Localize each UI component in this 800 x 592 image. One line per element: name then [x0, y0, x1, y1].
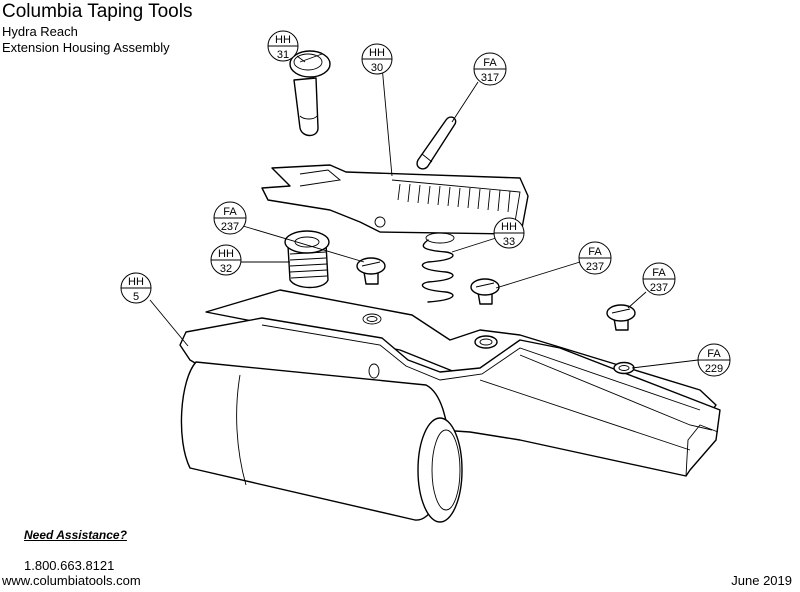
- roll-pin: [416, 116, 457, 170]
- extension-housing: [179, 289, 721, 523]
- svg-text:237: 237: [221, 221, 239, 233]
- leader-lines: [149, 55, 699, 369]
- washer-parts: [474, 335, 635, 375]
- svg-text:237: 237: [650, 282, 668, 294]
- svg-text:FA: FA: [588, 246, 602, 258]
- lever-arm: [261, 164, 529, 235]
- callout-fa-237-far-right: FA 237: [642, 262, 676, 296]
- spring: [421, 232, 455, 303]
- svg-text:31: 31: [277, 49, 289, 61]
- callout-fa-237-right: FA 237: [578, 241, 612, 275]
- need-assistance-heading: Need Assistance?: [24, 528, 127, 542]
- svg-text:30: 30: [371, 62, 383, 74]
- callout-hh-32: HH 32: [210, 244, 242, 276]
- svg-text:HH: HH: [501, 221, 517, 233]
- svg-text:HH: HH: [218, 248, 234, 260]
- svg-text:229: 229: [705, 363, 723, 375]
- svg-text:FA: FA: [483, 57, 497, 69]
- website-link[interactable]: www.columbiatools.com: [2, 573, 141, 588]
- callout-hh-30: HH 30: [361, 43, 393, 75]
- svg-text:FA: FA: [223, 206, 237, 218]
- svg-text:FA: FA: [652, 267, 666, 279]
- page-title: Columbia Taping Tools: [2, 1, 193, 22]
- callout-fa-229: FA 229: [697, 343, 731, 377]
- svg-text:237: 237: [586, 261, 604, 273]
- svg-text:HH: HH: [128, 276, 144, 288]
- phone-number: 1.800.663.8121: [24, 558, 115, 573]
- svg-text:33: 33: [503, 236, 515, 248]
- product-name: Hydra Reach: [2, 24, 78, 39]
- callout-hh-33: HH 33: [493, 217, 525, 249]
- svg-text:317: 317: [481, 72, 499, 84]
- svg-text:HH: HH: [275, 34, 291, 46]
- threaded-insert: [284, 230, 330, 289]
- callout-fa-317: FA 317: [473, 52, 507, 86]
- callout-fa-237-lever: FA 237: [213, 201, 247, 235]
- svg-text:5: 5: [133, 291, 139, 303]
- svg-text:FA: FA: [707, 348, 721, 360]
- lever-grip-ridges: [397, 183, 511, 213]
- svg-text:HH: HH: [369, 47, 385, 59]
- svg-text:32: 32: [220, 263, 232, 275]
- assembly-name: Extension Housing Assembly: [2, 40, 170, 55]
- callout-hh-5: HH 5: [120, 272, 152, 304]
- revision-date: June 2019: [731, 573, 792, 588]
- callout-hh-31: HH 31: [267, 30, 299, 62]
- pivot-pin: [289, 50, 331, 137]
